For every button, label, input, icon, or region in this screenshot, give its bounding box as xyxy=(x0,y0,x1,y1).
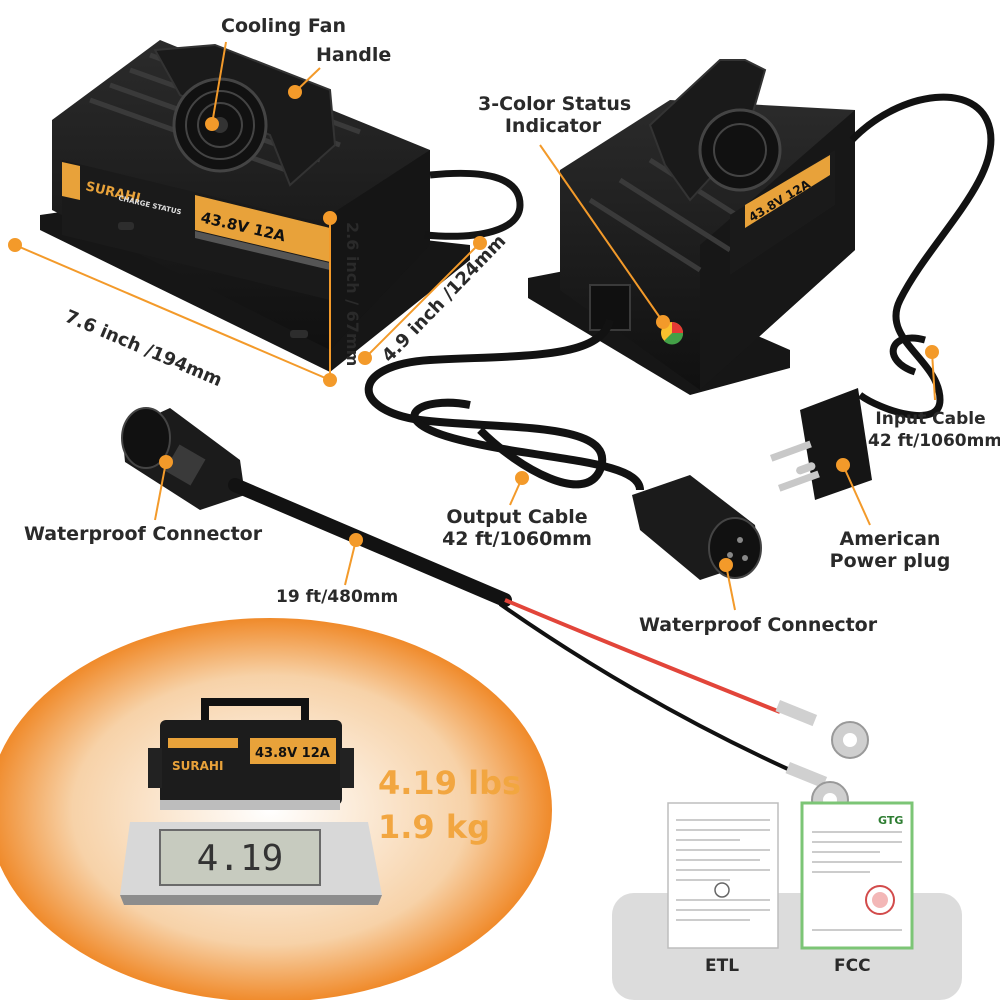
dimension-lines xyxy=(8,211,487,387)
callout-cooling-fan: Cooling Fan xyxy=(221,15,347,37)
callout-american-plug-line2: Power plug xyxy=(829,550,951,572)
callout-american-plug-line1: American xyxy=(839,528,941,550)
callout-handle: Handle xyxy=(316,44,392,66)
callout-leaders xyxy=(154,41,939,611)
mini-rating-text: 43.8V 12A xyxy=(255,746,330,761)
charger-left: SURAHI CHARGE STATUS 43.8V 12A xyxy=(40,40,524,372)
power-plug-icon xyxy=(769,388,872,500)
callout-american-plug: American Power plug xyxy=(825,528,955,572)
weight-lbs: 4.19 lbs xyxy=(378,764,522,802)
callout-waterproof-connector-right: Waterproof Connector xyxy=(639,614,878,636)
waterproof-connector-left-icon xyxy=(121,407,245,510)
cert-label-fcc: FCC xyxy=(834,956,871,976)
callout-waterproof-connector-left: Waterproof Connector xyxy=(24,523,263,545)
cooling-fan-icon xyxy=(172,77,268,173)
mini-brand-text: SURAHI xyxy=(172,759,223,773)
cert-label-etl: ETL xyxy=(705,956,740,976)
scale-readout: 4.19 xyxy=(197,838,284,879)
fcc-badge-text: GTG xyxy=(878,814,903,827)
callout-status-indicator-line1: 3-Color Status xyxy=(478,93,632,115)
ring-terminal-icon xyxy=(775,700,869,819)
certificate-icon xyxy=(667,802,779,949)
waterproof-connector-icon xyxy=(632,475,762,580)
callout-output-cable: Output Cable 42 ft/1060mm xyxy=(437,506,597,550)
callout-input-cable-line2: 42 ft/1060mm xyxy=(868,431,1000,451)
dimension-height: 2.6 inch / 67mm xyxy=(343,222,362,367)
callout-input-cable: Input Cable 42 ft/1060mm xyxy=(868,408,1000,452)
callout-status-indicator-line2: Indicator xyxy=(504,115,602,137)
certificate-fcc-icon: GTG xyxy=(800,801,914,950)
charger-right: 43.8V 12A xyxy=(528,59,855,395)
mini-charger: 43.8V 12A SURAHI xyxy=(148,698,354,805)
callout-input-cable-line1: Input Cable xyxy=(875,409,986,429)
callout-lead-length: 19 ft/480mm xyxy=(276,587,399,607)
callout-output-cable-line2: 42 ft/1060mm xyxy=(442,528,592,550)
callout-status-indicator: 3-Color Status Indicator xyxy=(478,93,632,137)
weight-kg: 1.9 kg xyxy=(378,808,491,846)
digital-scale-icon: 4.19 xyxy=(120,800,382,905)
callout-output-cable-line1: Output Cable xyxy=(446,506,588,528)
